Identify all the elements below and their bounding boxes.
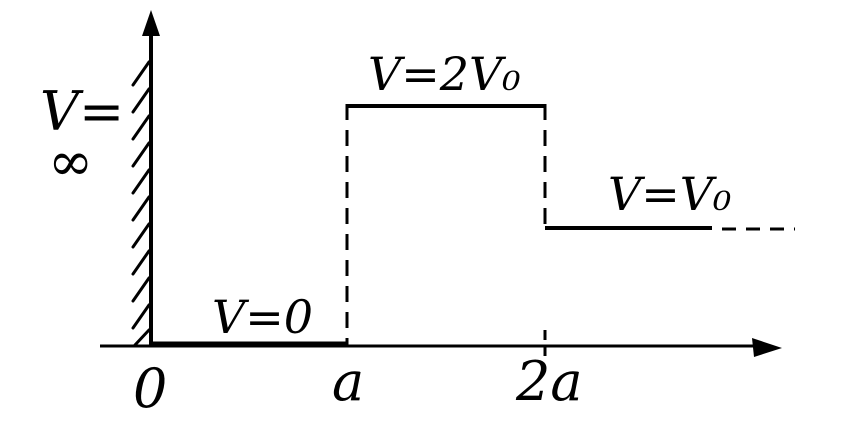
x-tick-label-a: a [332, 350, 364, 413]
vertical-axis-arrowhead [142, 10, 160, 36]
horizontal-axis-arrowhead [752, 338, 782, 357]
region-label-step: V=V₀ [608, 167, 731, 221]
wall-label-v: V= [40, 80, 124, 143]
x-tick-label-2a: 2a [515, 350, 583, 413]
region-label-zero: V=0 [212, 290, 313, 344]
x-tick-label-0: 0 [133, 357, 167, 420]
wall-label-infinity: ∞ [48, 130, 93, 193]
wall-hatching [131, 60, 151, 347]
region-label-barrier: V=2V₀ [368, 47, 521, 101]
